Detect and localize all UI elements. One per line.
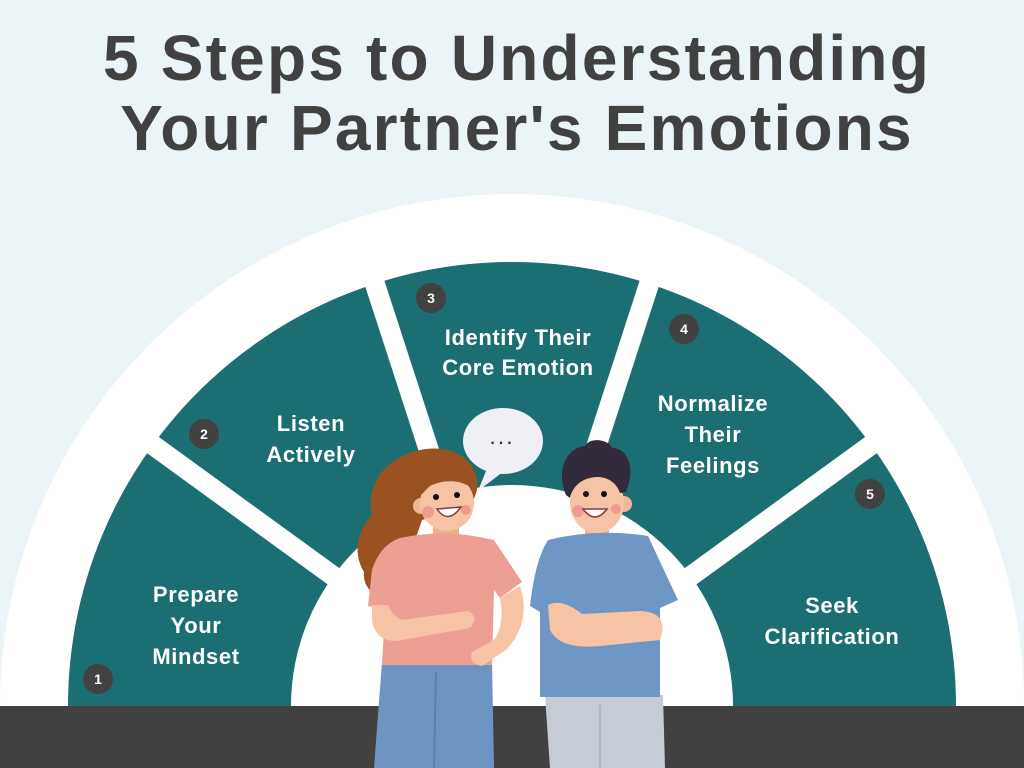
steps-ring: [68, 262, 956, 706]
step-4-number-badge: 4: [669, 314, 699, 344]
page-title-line-1: 5 Steps to Understanding: [103, 22, 931, 94]
step-1-label-line: Your: [170, 613, 222, 638]
step-4-label-line: Their: [684, 422, 742, 447]
step-3-label: Identify Their Core Emotion: [442, 323, 593, 383]
step-1-label: Prepare Your Mindset: [152, 579, 239, 672]
step-4-label-line: Normalize: [657, 391, 769, 416]
step-5-label-line: Seek: [805, 593, 859, 618]
speech-bubble-icon: ...: [463, 408, 543, 491]
step-4-label: Normalize Their Feelings: [658, 388, 769, 481]
step-5-number-badge: 5: [855, 479, 885, 509]
step-3-number-badge: 3: [416, 283, 446, 313]
step-2-label-line: Listen: [276, 411, 346, 436]
speech-bubble-text: ...: [490, 431, 515, 448]
step-3-label-line: Core Emotion: [442, 355, 594, 380]
man-illustration: [530, 440, 678, 768]
step-2-label: Listen Actively: [266, 408, 355, 470]
step-3-label-line: Identify Their: [444, 325, 592, 350]
step-4-label-line: Feelings: [665, 453, 761, 478]
woman-illustration: [357, 448, 524, 768]
step-1-label-line: Prepare: [152, 582, 240, 607]
step-2-number-badge: 2: [189, 419, 219, 449]
step-5-label-line: Clarification: [764, 624, 900, 649]
step-1-number-badge: 1: [83, 664, 113, 694]
page-title-line-2: Your Partner's Emotions: [120, 92, 914, 164]
step-2-label-line: Actively: [266, 442, 356, 467]
step-5-label: Seek Clarification: [765, 590, 900, 652]
ground-band: [0, 706, 1024, 768]
step-1-label-line: Mindset: [152, 644, 240, 669]
